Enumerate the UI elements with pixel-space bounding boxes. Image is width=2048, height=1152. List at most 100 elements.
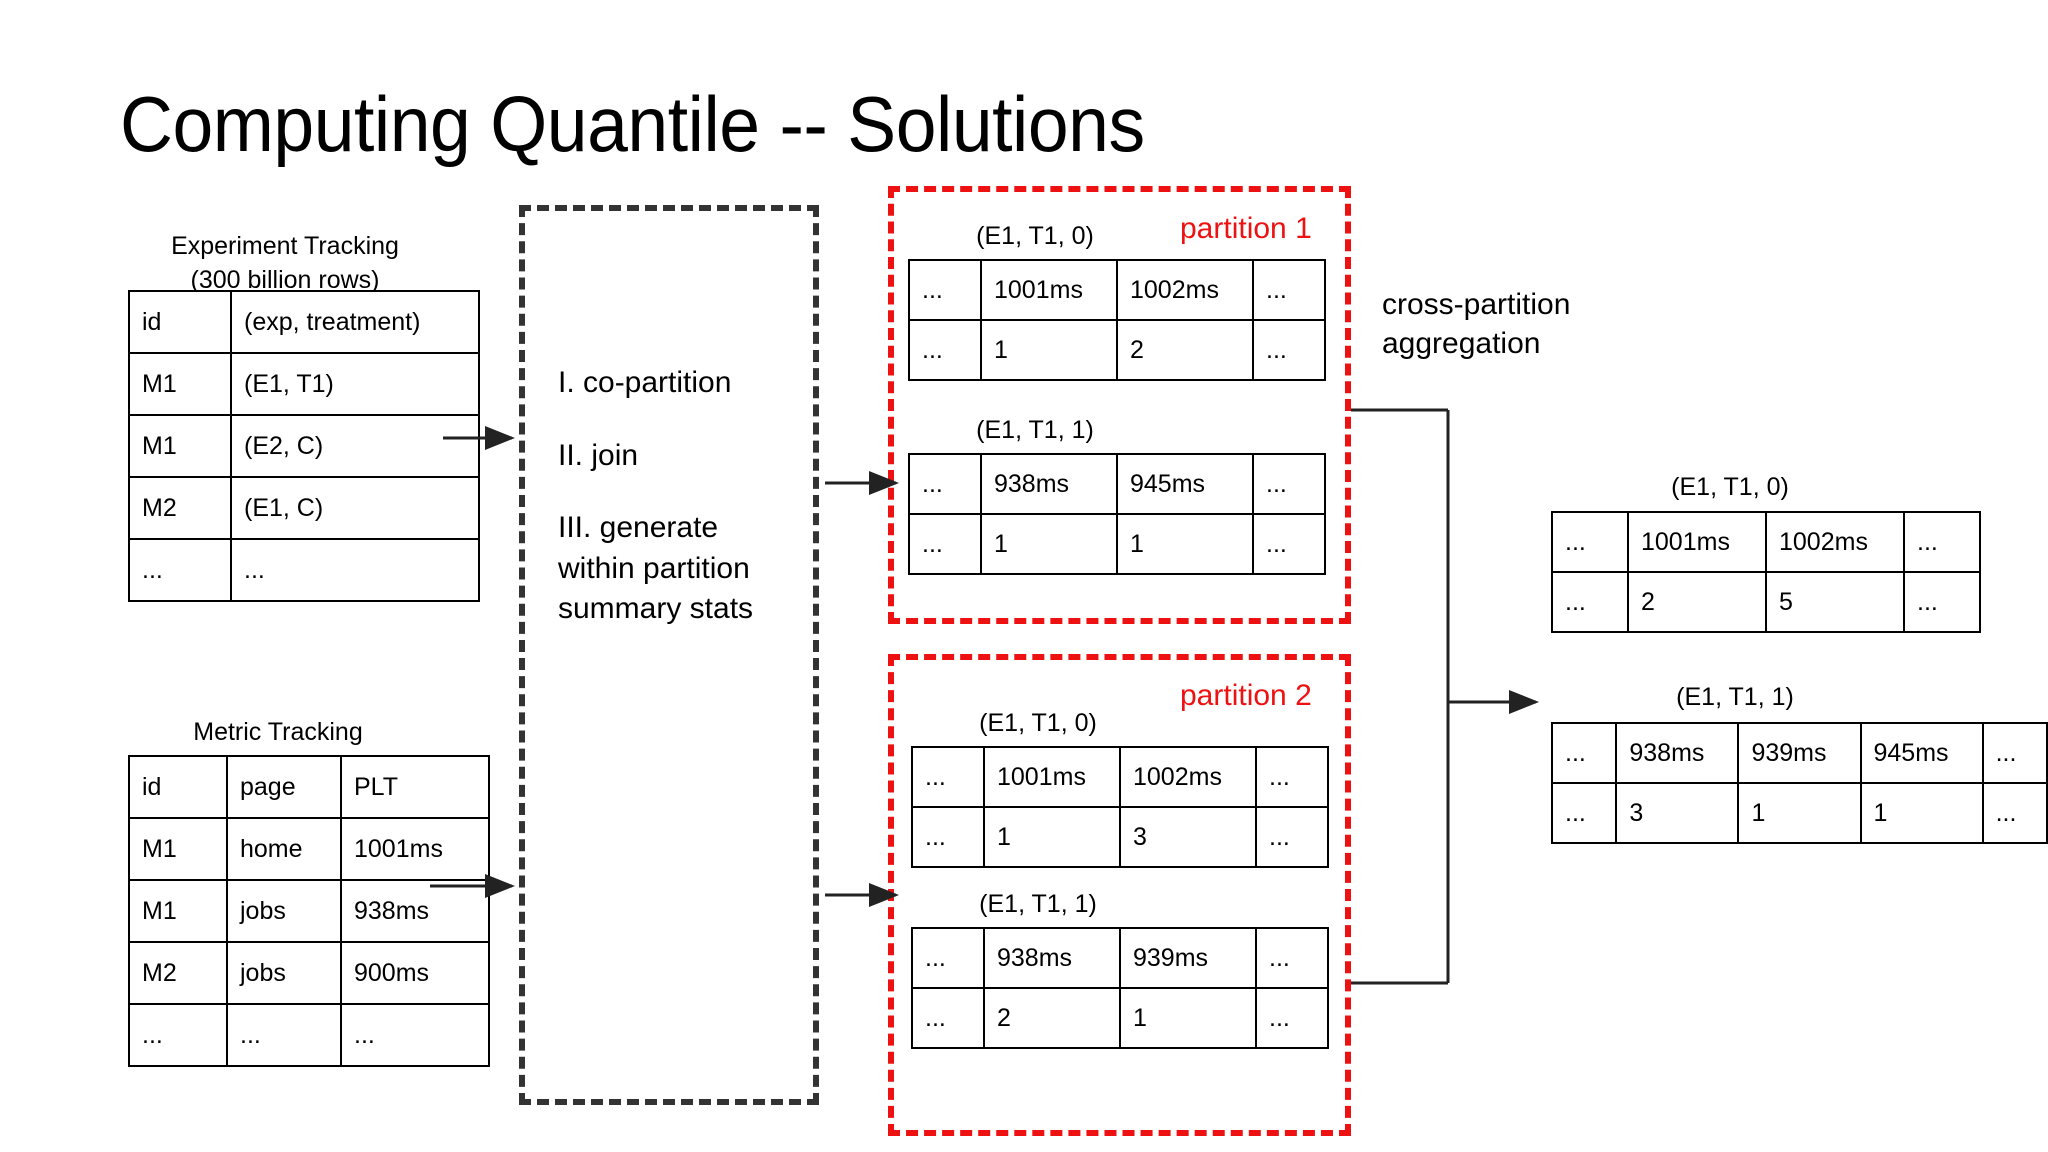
cell-count: ... bbox=[1981, 782, 2048, 844]
partition-1-table-2: ... 938ms 945ms ... ... 1 1 ... bbox=[908, 453, 1326, 575]
cell-count: 1 bbox=[1119, 987, 1257, 1049]
table-row: ... 938ms 939ms 945ms ... bbox=[1550, 722, 2048, 784]
metric-cell-page: jobs bbox=[226, 941, 342, 1005]
result-table-1-caption: (E1, T1, 0) bbox=[1671, 473, 1789, 501]
partition-2-table-1-caption: (E1, T1, 0) bbox=[979, 709, 1097, 737]
cell-value: ... bbox=[1550, 722, 1618, 784]
cell-count: ... bbox=[1252, 513, 1326, 575]
partition-2-table-2: ... 938ms 939ms ... ... 2 1 ... bbox=[911, 927, 1329, 1049]
table-row: ... 3 1 1 ... bbox=[1550, 782, 2048, 844]
processing-steps-box bbox=[519, 205, 819, 1105]
cell-value: 938ms bbox=[1615, 722, 1740, 784]
cell-count: 1 bbox=[1737, 782, 1862, 844]
cell-value: ... bbox=[908, 259, 982, 321]
step-item-2: II. join bbox=[558, 438, 639, 472]
exp-cell-value: (E2, C) bbox=[230, 414, 480, 478]
cell-count: 1 bbox=[980, 319, 1118, 381]
cell-count: 3 bbox=[1615, 782, 1740, 844]
cell-count: 3 bbox=[1119, 806, 1257, 868]
experiment-tracking-caption: Experiment Tracking (300 billion rows) bbox=[130, 230, 440, 298]
cell-value: 1001ms bbox=[983, 746, 1121, 808]
cross-partition-aggregation-label: cross-partition aggregation bbox=[1382, 285, 1642, 363]
partition-1-table-1: ... 1001ms 1002ms ... ... 1 2 ... bbox=[908, 259, 1326, 381]
cell-count: 5 bbox=[1765, 571, 1905, 633]
table-row: M2 jobs 900ms bbox=[128, 941, 490, 1005]
table-row: M2 (E1, C) bbox=[128, 476, 480, 540]
cross-partition-line1: cross-partition bbox=[1382, 288, 1571, 321]
cell-value: ... bbox=[1981, 722, 2048, 784]
cell-count: ... bbox=[1551, 571, 1629, 633]
cell-count: ... bbox=[911, 806, 985, 868]
exp-cell-value: (E1, T1) bbox=[230, 352, 480, 416]
cell-value: ... bbox=[1255, 746, 1329, 808]
cross-partition-line2: aggregation bbox=[1382, 327, 1541, 360]
cell-count: ... bbox=[1550, 782, 1618, 844]
metric-cell-plt: 938ms bbox=[340, 879, 490, 943]
metric-tracking-table: id page PLT M1 home 1001ms M1 jobs 938ms… bbox=[128, 755, 490, 1067]
table-row: ... 2 5 ... bbox=[1551, 571, 1981, 633]
cell-value: ... bbox=[911, 746, 985, 808]
exp-cell-id: ... bbox=[128, 538, 232, 602]
cell-value: 1002ms bbox=[1765, 511, 1905, 573]
page-title: Computing Quantile -- Solutions bbox=[120, 80, 1145, 168]
cell-value: 939ms bbox=[1737, 722, 1862, 784]
metric-cell-id: ... bbox=[128, 1003, 228, 1067]
partition-2-table-2-caption: (E1, T1, 1) bbox=[979, 890, 1097, 918]
metric-cell-id: M2 bbox=[128, 941, 228, 1005]
metric-header-page: page bbox=[226, 755, 342, 819]
exp-header-value: (exp, treatment) bbox=[230, 290, 480, 354]
cell-count: ... bbox=[908, 513, 982, 575]
cell-count: 2 bbox=[1627, 571, 1767, 633]
cell-count: ... bbox=[908, 319, 982, 381]
metric-cell-id: M1 bbox=[128, 817, 228, 881]
table-row: ... 1 3 ... bbox=[911, 806, 1329, 868]
exp-cell-value: (E1, C) bbox=[230, 476, 480, 540]
partition-1-table-2-caption: (E1, T1, 1) bbox=[976, 416, 1094, 444]
table-row: ... ... ... bbox=[128, 1003, 490, 1067]
experiment-caption-line2: (300 billion rows) bbox=[190, 265, 380, 294]
partition-1-table-1-caption: (E1, T1, 0) bbox=[976, 222, 1094, 250]
result-table-2-caption: (E1, T1, 1) bbox=[1676, 683, 1794, 711]
cell-count: 1 bbox=[1859, 782, 1984, 844]
cell-count: 2 bbox=[1116, 319, 1254, 381]
cell-count: 1 bbox=[1116, 513, 1254, 575]
step-item-1: I. co-partition bbox=[558, 366, 732, 399]
cell-count: ... bbox=[1255, 987, 1329, 1049]
cell-value: 1001ms bbox=[980, 259, 1118, 321]
table-row: id (exp, treatment) bbox=[128, 290, 480, 354]
cell-value: 945ms bbox=[1859, 722, 1984, 784]
processing-steps-list: I. co-partition II. join III. generate w… bbox=[558, 363, 788, 630]
exp-cell-id: M1 bbox=[128, 352, 232, 416]
step-item-3: III. generate within partition summary s… bbox=[558, 511, 754, 625]
table-row: ... 1 2 ... bbox=[908, 319, 1326, 381]
cell-value: 1002ms bbox=[1116, 259, 1254, 321]
metric-cell-page: home bbox=[226, 817, 342, 881]
cell-count: ... bbox=[1255, 806, 1329, 868]
cell-value: 938ms bbox=[983, 927, 1121, 989]
cell-count: ... bbox=[911, 987, 985, 1049]
table-row: M1 jobs 938ms bbox=[128, 879, 490, 943]
table-row: ... 1001ms 1002ms ... bbox=[911, 746, 1329, 808]
cell-count: ... bbox=[1903, 571, 1981, 633]
exp-cell-id: M1 bbox=[128, 414, 232, 478]
cell-count: 2 bbox=[983, 987, 1121, 1049]
partition-1-box bbox=[888, 186, 1351, 624]
cell-value: ... bbox=[1903, 511, 1981, 573]
table-row: id page PLT bbox=[128, 755, 490, 819]
cell-count: 1 bbox=[983, 806, 1121, 868]
result-table-1: ... 1001ms 1002ms ... ... 2 5 ... bbox=[1551, 511, 1981, 633]
table-row: ... 938ms 939ms ... bbox=[911, 927, 1329, 989]
partition-2-table-1: ... 1001ms 1002ms ... ... 1 3 ... bbox=[911, 746, 1329, 868]
metric-cell-plt: 900ms bbox=[340, 941, 490, 1005]
table-row: ... 938ms 945ms ... bbox=[908, 453, 1326, 515]
cell-count: ... bbox=[1252, 319, 1326, 381]
cell-value: ... bbox=[908, 453, 982, 515]
table-row: ... 2 1 ... bbox=[911, 987, 1329, 1049]
result-table-2: ... 938ms 939ms 945ms ... ... 3 1 1 ... bbox=[1550, 722, 2048, 844]
metric-tracking-caption: Metric Tracking bbox=[193, 718, 363, 746]
cell-value: ... bbox=[1255, 927, 1329, 989]
metric-header-id: id bbox=[128, 755, 228, 819]
exp-cell-value: ... bbox=[230, 538, 480, 602]
exp-cell-id: M2 bbox=[128, 476, 232, 540]
